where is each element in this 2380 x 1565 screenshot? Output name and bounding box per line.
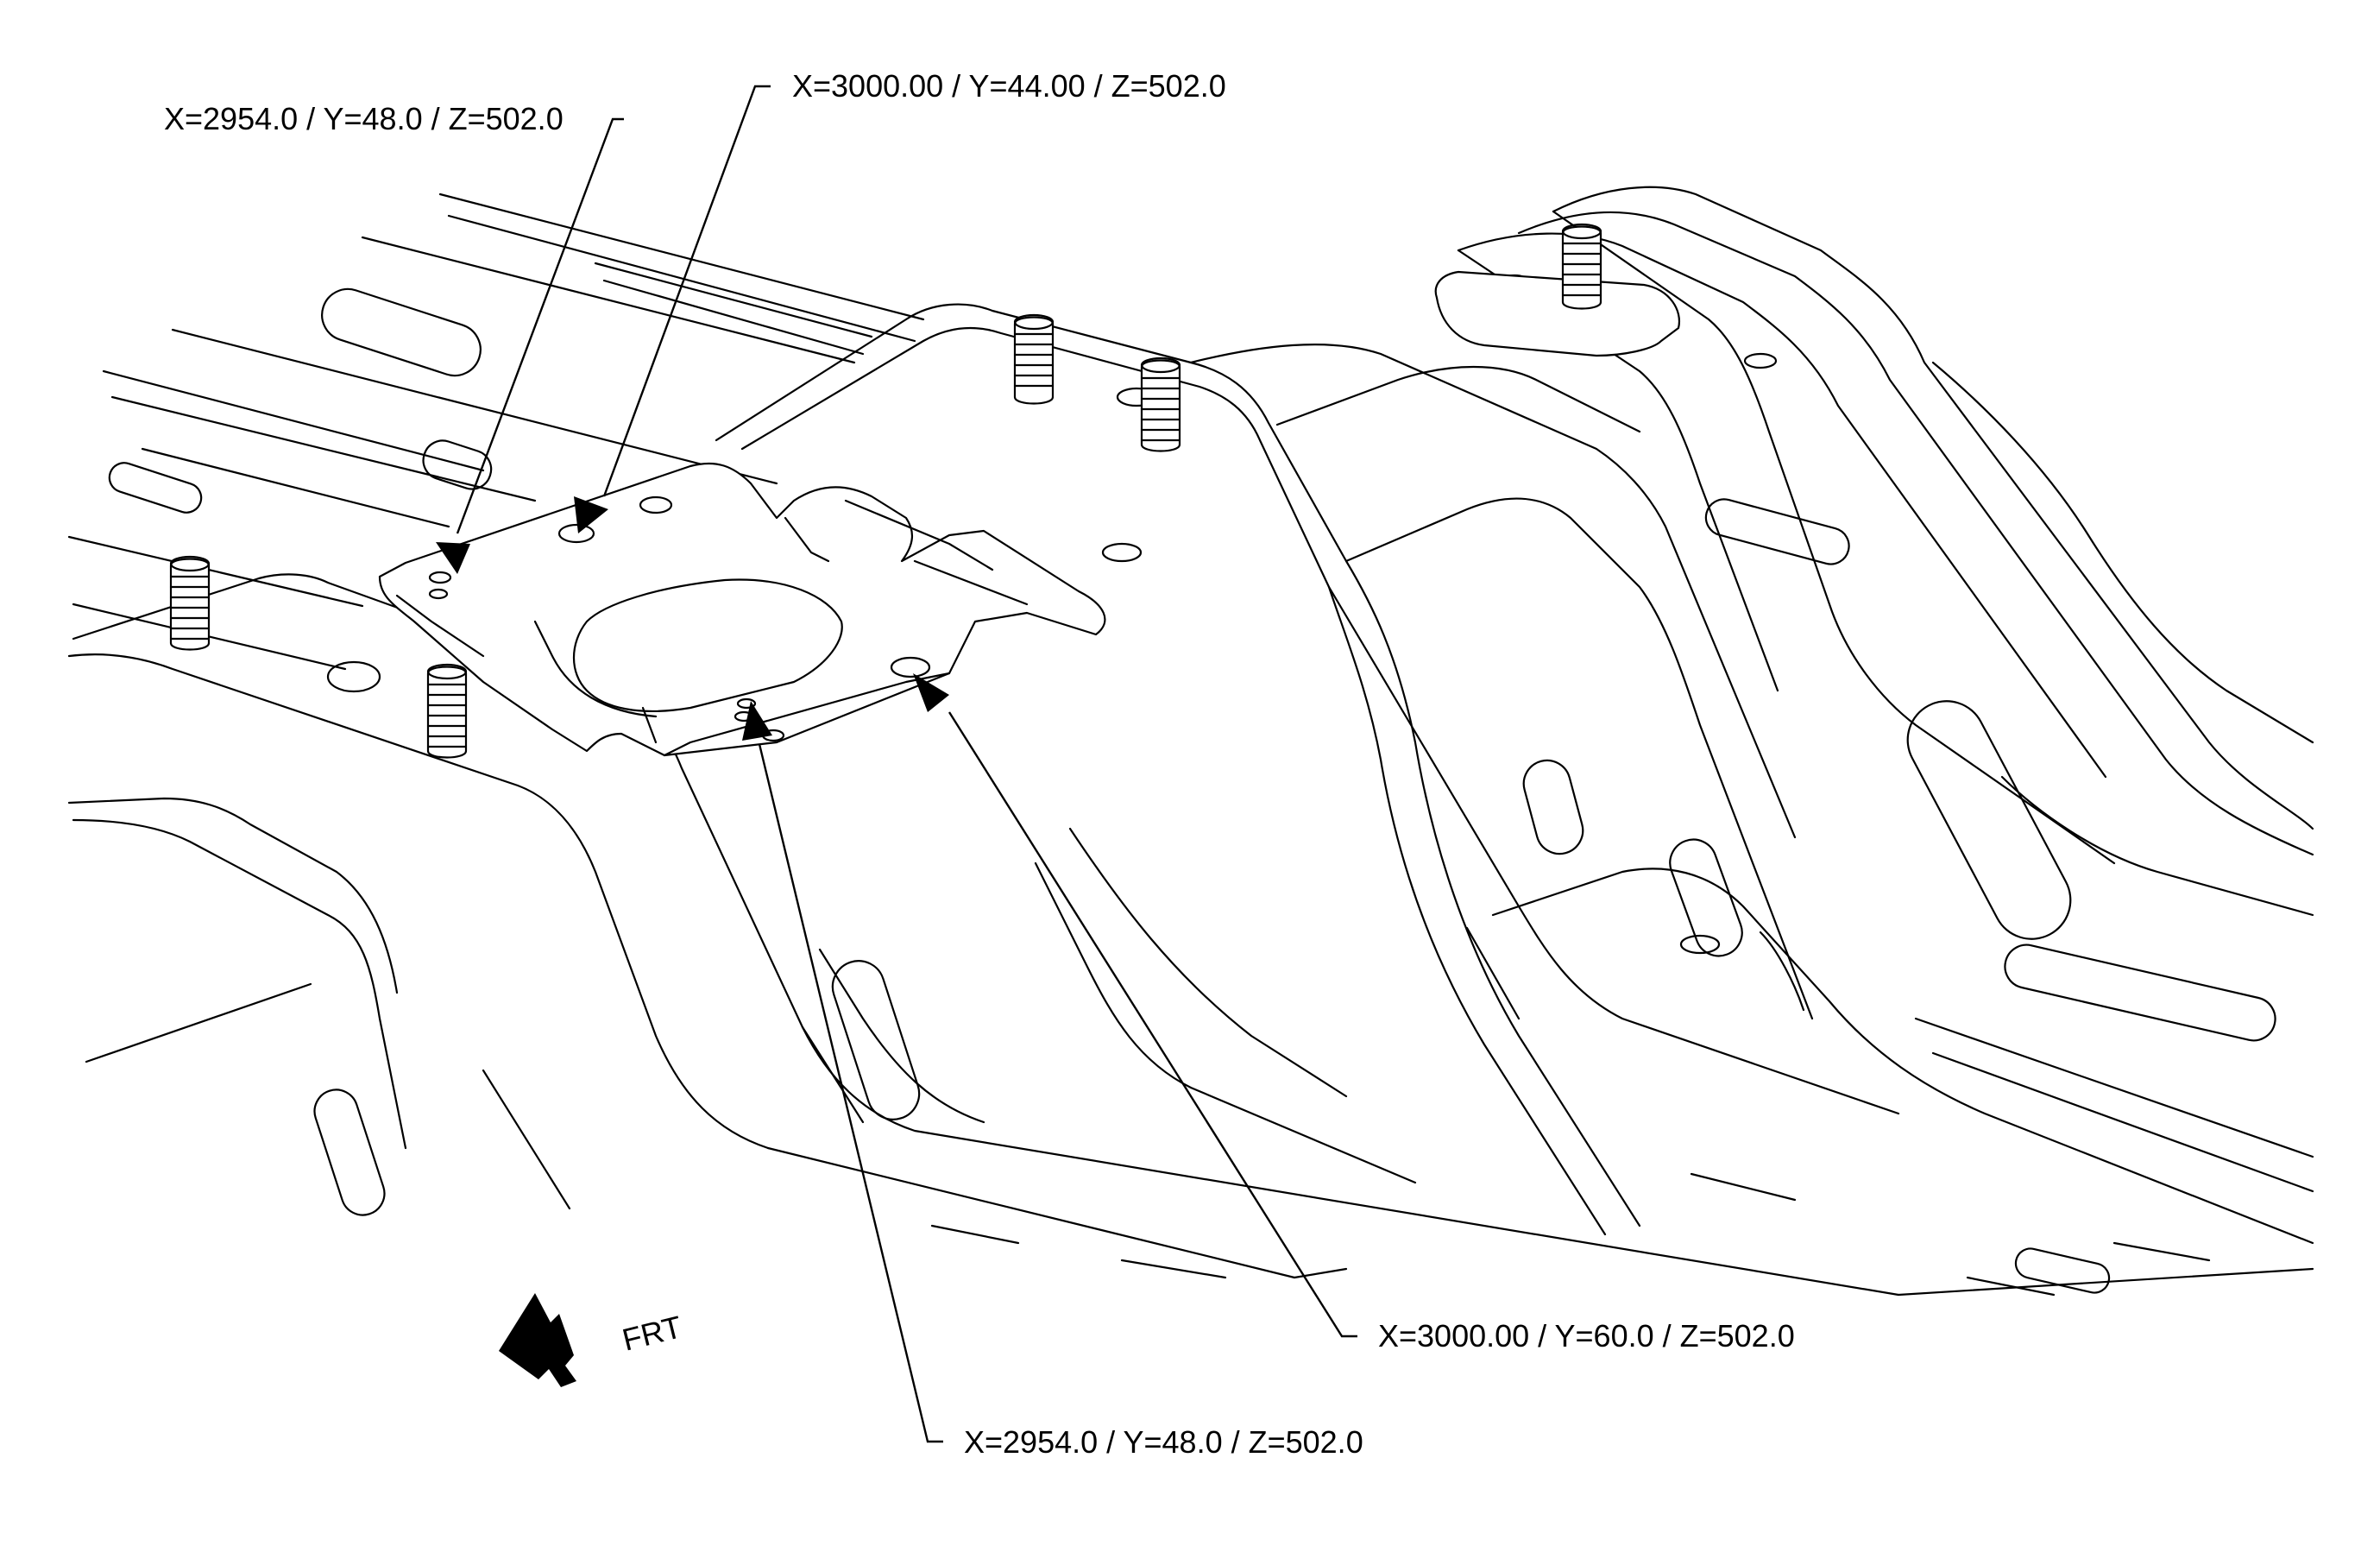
leader-arrowhead — [574, 496, 608, 533]
stud-rear-right — [1561, 223, 1602, 310]
callout-leader-upper-right — [574, 85, 771, 533]
stud-front-left — [169, 555, 211, 651]
mounting-pad — [1434, 270, 1681, 357]
frame-artwork — [67, 186, 2314, 1297]
callout-leaders — [436, 85, 1357, 1443]
callout-leader-upper-left — [436, 117, 624, 574]
leader-arrowhead — [436, 542, 470, 574]
crossmember-body — [715, 303, 2314, 1245]
right-crossmember — [1457, 210, 2314, 1193]
stud-front-center — [426, 663, 468, 759]
rear-rail — [1457, 186, 2314, 856]
callout-label-lower-left: X=2954.0 / Y=48.0 / Z=502.0 — [964, 1424, 1363, 1460]
callout-leader-lower-left — [742, 701, 943, 1443]
stud-center-left — [1013, 313, 1055, 405]
callout-label-lower-right: X=3000.00 / Y=60.0 / Z=502.0 — [1378, 1318, 1795, 1354]
measurement-holes — [428, 523, 931, 742]
threaded-studs — [169, 223, 1602, 759]
callout-label-upper-left: X=2954.0 / Y=48.0 / Z=502.0 — [164, 101, 564, 136]
callout-label-upper-right: X=3000.00 / Y=44.00 / Z=502.0 — [792, 68, 1226, 104]
stud-center-right — [1140, 357, 1181, 452]
front-indicator: FRT — [499, 1293, 685, 1387]
callout-labels: X=2954.0 / Y=48.0 / Z=502.0 X=3000.00 / … — [164, 68, 1795, 1460]
leader-arrowhead — [913, 673, 949, 712]
front-label: FRT — [619, 1309, 685, 1358]
front-direction-arrow-icon — [499, 1293, 576, 1387]
front-rail — [67, 573, 2314, 1297]
callout-leader-lower-right — [913, 673, 1357, 1338]
slots-and-holes — [108, 274, 2276, 1294]
leader-arrowhead — [742, 701, 772, 741]
background-rails — [67, 192, 925, 671]
